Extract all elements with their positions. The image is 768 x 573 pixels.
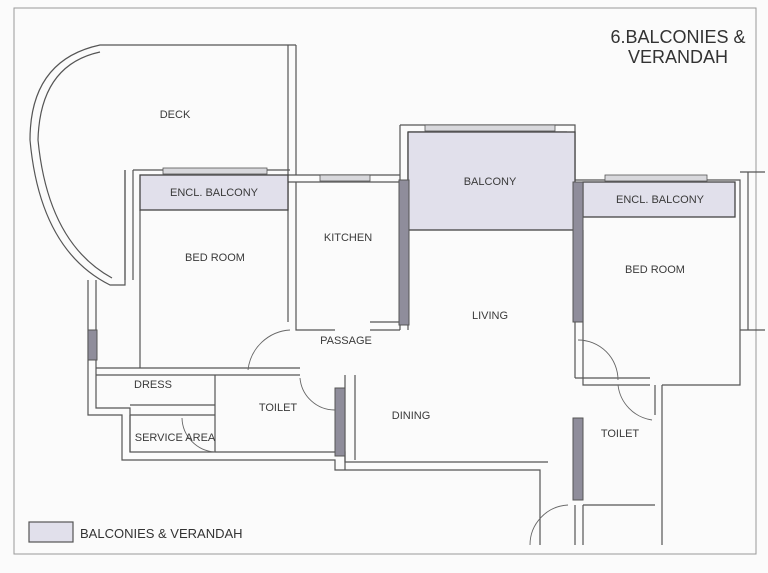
column bbox=[572, 417, 584, 501]
encl-balcony-left-area bbox=[139, 174, 289, 211]
window bbox=[604, 174, 708, 182]
column bbox=[398, 179, 410, 326]
door-swing bbox=[617, 384, 653, 421]
door-swing bbox=[529, 504, 569, 546]
column bbox=[334, 387, 346, 457]
room-label-toilet-left: TOILET bbox=[259, 402, 298, 414]
room-label-kitchen: KITCHEN bbox=[324, 232, 372, 244]
page-title-line1: 6.BALCONIES & bbox=[610, 27, 745, 47]
door-swing bbox=[577, 339, 619, 381]
door-swing bbox=[247, 329, 291, 371]
room-label-passage: PASSAGE bbox=[320, 335, 372, 347]
column bbox=[87, 329, 98, 361]
deck-outline bbox=[29, 44, 297, 286]
room-label-dining: DINING bbox=[392, 410, 431, 422]
room-label-living: LIVING bbox=[472, 310, 508, 322]
room-label-service-area: SERVICE AREA bbox=[135, 432, 216, 444]
room-label-deck: DECK bbox=[160, 109, 191, 121]
legend-label: BALCONIES & VERANDAH bbox=[80, 526, 243, 541]
window bbox=[424, 124, 556, 132]
balcony-area bbox=[407, 131, 576, 231]
legend-swatch bbox=[28, 521, 74, 543]
window bbox=[162, 167, 268, 175]
room-label-toilet-right: TOILET bbox=[601, 428, 640, 440]
room-label-encl-balcony-right: ENCL. BALCONY bbox=[616, 194, 705, 206]
room-label-encl-balcony-left: ENCL. BALCONY bbox=[170, 187, 259, 199]
door-swing bbox=[299, 377, 336, 411]
room-label-bed-room-left: BED ROOM bbox=[185, 252, 245, 264]
door-swing bbox=[181, 417, 216, 453]
column bbox=[572, 181, 584, 323]
page-frame bbox=[13, 7, 757, 555]
page-title-line2: VERANDAH bbox=[628, 47, 728, 67]
room-label-bed-room-right: BED ROOM bbox=[625, 264, 685, 276]
window bbox=[319, 174, 371, 182]
room-label-dress: DRESS bbox=[134, 379, 172, 391]
encl-balcony-right-area bbox=[582, 181, 736, 218]
room-label-balcony: BALCONY bbox=[464, 176, 517, 188]
